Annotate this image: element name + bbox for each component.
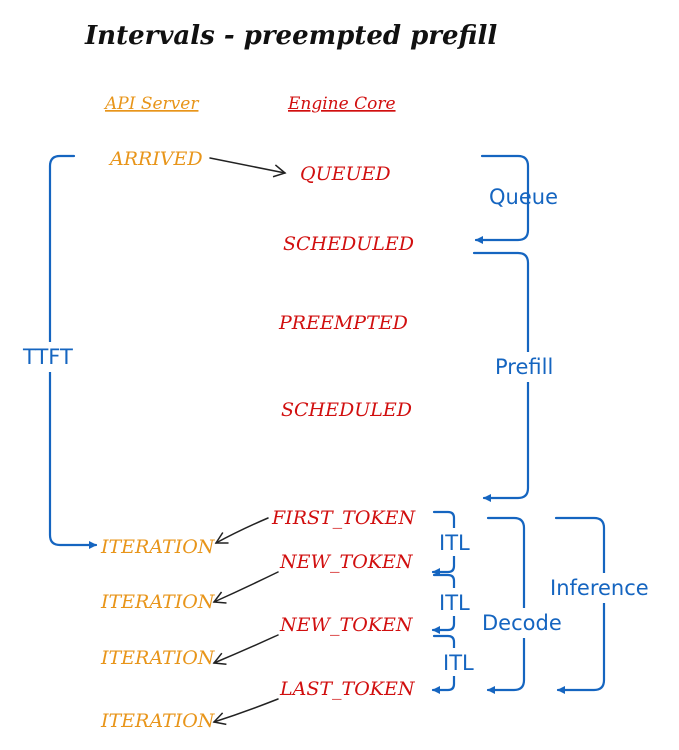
decode-bracket — [486, 516, 526, 694]
queue-bracket — [474, 154, 530, 244]
itl-label-2: ITL — [439, 591, 470, 615]
prefill-label: Prefill — [495, 355, 553, 379]
queue-label: Queue — [489, 185, 558, 209]
itl-label-1-bg — [436, 528, 474, 556]
decode-label-bg — [479, 608, 571, 638]
queued-state: QUEUED — [300, 163, 391, 185]
arrived-state: ARRIVED — [108, 148, 203, 170]
arrived-to-queued-arrow — [209, 157, 287, 178]
first-token-state: FIRST_TOKEN — [271, 507, 416, 529]
iteration-state-4: ITERATION — [100, 710, 216, 732]
inference-label-bg — [547, 573, 663, 603]
iteration-state-1: ITERATION — [100, 536, 216, 558]
api-server-header: API Server — [103, 94, 199, 114]
new-token-1-to-iteration-arrow — [212, 571, 279, 604]
prefill-label-bg — [492, 352, 566, 382]
iteration-state-2: ITERATION — [100, 591, 216, 613]
preempted-state: PREEMPTED — [278, 312, 408, 334]
iteration-state-3: ITERATION — [100, 647, 216, 669]
diagram-title: Intervals - preempted prefill — [84, 21, 497, 51]
last-token-state: LAST_TOKEN — [279, 678, 416, 700]
engine-core-header: Engine Core — [287, 94, 396, 114]
itl-label-1: ITL — [439, 531, 470, 555]
scheduled-state-1: SCHEDULED — [283, 233, 414, 255]
new-token-state-2: NEW_TOKEN — [279, 614, 414, 636]
ttft-label: TTFT — [22, 345, 73, 369]
itl-label-3: ITL — [443, 651, 474, 675]
inference-bracket — [554, 516, 606, 694]
itl-label-3-bg — [440, 648, 478, 676]
itl-label-2-bg — [436, 588, 474, 616]
decode-label: Decode — [482, 611, 562, 635]
inference-label: Inference — [550, 576, 649, 600]
ttft-label-bg — [21, 342, 79, 372]
first-token-to-iteration-arrow — [214, 517, 269, 544]
scheduled-state-2: SCHEDULED — [281, 399, 412, 421]
new-token-state-1: NEW_TOKEN — [279, 551, 414, 573]
last-token-to-iteration-arrow — [212, 698, 279, 726]
new-token-2-to-iteration-arrow — [212, 634, 279, 666]
